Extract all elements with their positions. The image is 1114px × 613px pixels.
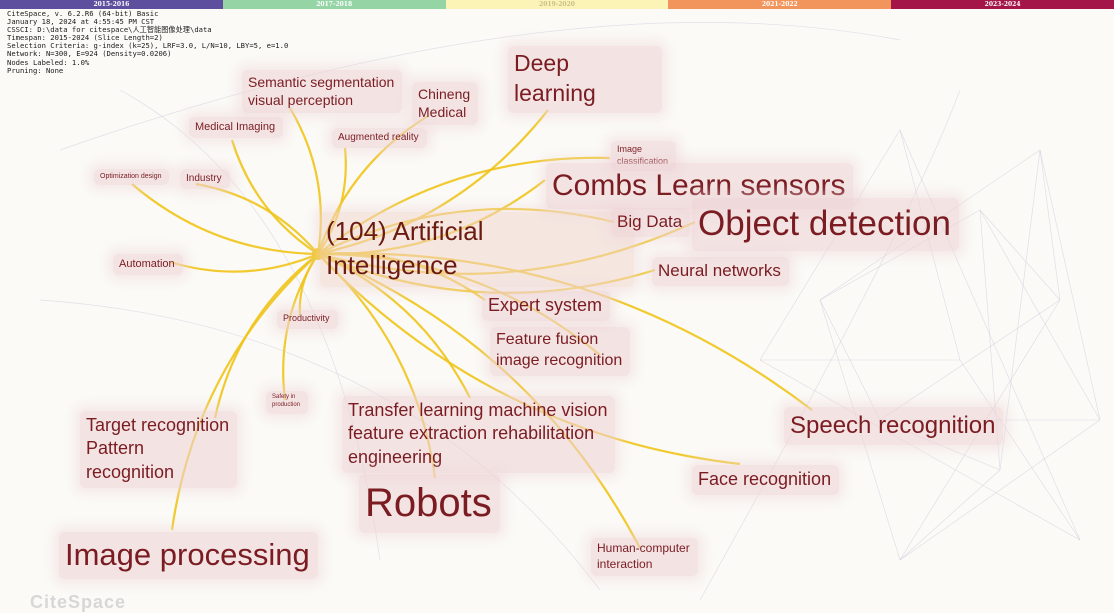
node-image-processing[interactable]: Image processing [59,532,318,580]
time-slice-4: 2021-2022 [668,0,892,9]
background-link [959,359,1081,541]
node-expert-system[interactable]: Expert system [482,291,611,322]
background-arc [59,22,901,151]
link-automation [169,252,319,273]
node-target-recognition[interactable]: Target recognition Pattern recognition [80,411,238,489]
time-slice-legend: 2015-2016 2017-2018 2019-2020 2021-2022 … [0,0,1114,9]
node-optimization-design[interactable]: Optimization design [94,169,170,186]
background-link [979,209,1061,301]
node-deep-learning[interactable]: Deep learning [508,46,662,113]
header-line-version: CiteSpace, v. 6.2.R6 (64-bit) Basic [7,9,159,18]
node-object-detection[interactable]: Object detection [692,198,959,251]
link-optimization-design [131,183,319,256]
node-industry[interactable]: Industry [180,169,230,189]
background-arc [699,89,961,601]
header-line-selection: Selection Criteria: g-index (k=25), LRF=… [7,41,289,51]
background-link [759,359,1081,541]
background-link [899,469,1001,561]
node-speech-recognition[interactable]: Speech recognition [784,407,1004,446]
background-link [1039,149,1101,421]
header-line-labeled: Nodes Labeled: 1.0% [7,57,90,67]
node-human-computer-interaction[interactable]: Human-computer interaction [591,538,698,577]
header-line-source: CSSCI: D:\data for citespace\人工智能图像处理\da… [7,25,212,35]
background-arc [39,299,601,591]
time-slice-3: 2019-2020 [445,0,669,9]
analysis-info-header: CiteSpace, v. 6.2.R6 (64-bit) Basic Janu… [7,9,289,75]
node-transfer-learning[interactable]: Transfer learning machine vision feature… [342,396,616,474]
node-artificial-intelligence[interactable]: (104) Artificial Intelligence [320,212,634,287]
node-chineng-medical[interactable]: Chineng Medical [412,82,479,126]
node-automation[interactable]: Automation [113,254,183,276]
link-medical-imaging [230,139,319,255]
node-safety-in-production[interactable]: Safety in production [266,391,309,414]
node-augmented-reality[interactable]: Augmented reality [332,128,427,148]
header-line-pruning: Pruning: None [7,65,64,75]
header-line-date: January 18, 2024 at 4:55:45 PM CST [7,17,155,27]
time-slice-1: 2015-2016 [0,0,223,9]
node-face-recognition[interactable]: Face recognition [692,465,840,496]
time-slice-2: 2017-2018 [222,0,446,9]
background-link [1039,149,1061,301]
node-medical-imaging[interactable]: Medical Imaging [189,117,284,139]
time-slice-5: 2023-2024 [891,0,1114,9]
header-line-timespan: Timespan: 2015-2024 (Slice Length=2) [7,33,163,43]
background-link [979,209,1101,421]
background-link [879,299,1061,421]
node-feature-fusion[interactable]: Feature fusion image recognition [490,327,631,376]
background-link [819,299,881,421]
node-productivity[interactable]: Productivity [277,310,338,329]
node-big-data[interactable]: Big Data [611,208,691,238]
node-semantic-segmentation[interactable]: Semantic segmentation visual perception [242,70,403,114]
node-neural-networks[interactable]: Neural networks [652,257,789,287]
node-robots[interactable]: Robots [359,474,500,533]
background-link [999,149,1041,471]
header-line-network: Network: N=300, E=924 (Density=0.0206) [7,49,172,59]
citespace-watermark: CiteSpace [30,592,127,612]
background-link [899,419,1101,561]
